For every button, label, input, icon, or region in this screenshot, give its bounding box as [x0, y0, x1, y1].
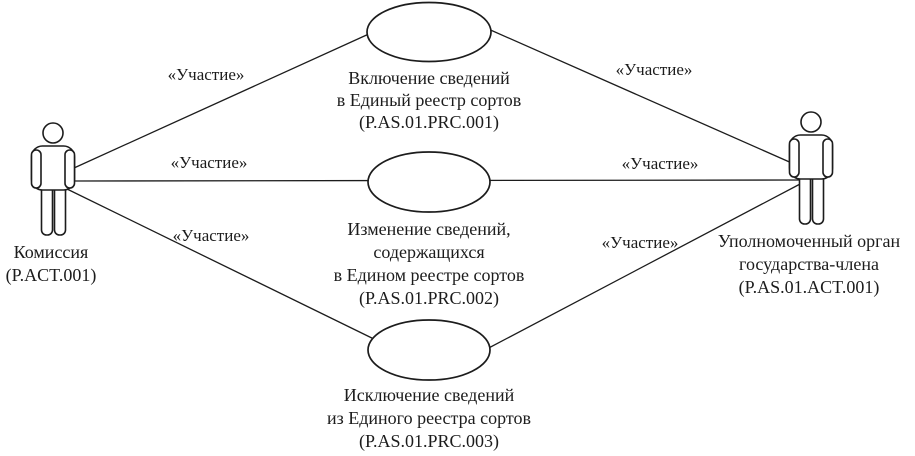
association-line-commission-prc003 — [66, 188, 381, 343]
use-case-ellipses — [366, 1, 492, 381]
use-case-label-line: в Едином реестре сортов — [333, 265, 525, 285]
association-label-participation-2: «Участие» — [615, 60, 693, 79]
use-case-label-line: в Единый реестр сортов — [336, 90, 522, 110]
association-line-commission-prc001 — [73, 32, 372, 169]
use-case-ellipse-inclusion — [366, 1, 492, 63]
actor-label-line: Уполномоченный орган — [717, 231, 901, 251]
use-case-ellipse-exclusion — [367, 319, 491, 381]
actor-arm — [788, 138, 800, 178]
actor-label-line: (P.ACT.001) — [5, 265, 97, 285]
use-case-ellipse-change — [367, 151, 491, 213]
actor-head — [42, 122, 64, 144]
actor-label-line: государства-члена — [739, 254, 879, 274]
use-case-label-line: Исключение сведений — [343, 385, 515, 405]
use-case-label-line: (P.AS.01.PRC.001) — [358, 112, 500, 132]
actor-label-authorized-body: Уполномоченный орган государства-члена (… — [718, 230, 900, 299]
association-line-prc003-authorized-body — [482, 182, 803, 352]
use-case-label-line: содержащихся — [373, 242, 485, 262]
actor-arm — [64, 149, 76, 189]
actor-label-line: (P.AS.01.ACT.001) — [738, 277, 880, 297]
association-label-participation-3: «Участие» — [170, 153, 248, 172]
actor-icon-authorized-body — [788, 111, 834, 225]
use-case-label-line: Включение сведений — [348, 68, 510, 88]
use-case-label-line: из Единого реестра сортов — [327, 408, 531, 428]
use-case-label-line: (P.AS.01.PRC.003) — [358, 431, 500, 451]
use-case-label-exclusion: Исключение сведений из Единого реестра с… — [327, 384, 531, 453]
association-line-prc001-authorized-body — [485, 27, 795, 165]
actor-arm — [30, 149, 42, 189]
actor-label-line: Комиссия — [13, 242, 89, 262]
actor-icon-commission — [30, 122, 76, 236]
use-case-label-line: Изменение сведений, — [347, 219, 511, 239]
actor-head — [800, 111, 822, 133]
association-label-participation-4: «Участие» — [621, 154, 699, 173]
use-case-label-line: (P.AS.01.PRC.002) — [358, 288, 500, 308]
use-case-label-inclusion: Включение сведений в Единый реестр сорто… — [337, 67, 522, 133]
use-case-label-change: Изменение сведений, содержащихся в Едино… — [334, 218, 525, 310]
actor-arm — [822, 138, 834, 178]
association-label-participation-6: «Участие» — [601, 233, 679, 252]
association-label-participation-1: «Участие» — [167, 65, 245, 84]
actor-label-commission: Комиссия (P.ACT.001) — [6, 241, 97, 287]
association-label-participation-5: «Участие» — [172, 226, 250, 245]
